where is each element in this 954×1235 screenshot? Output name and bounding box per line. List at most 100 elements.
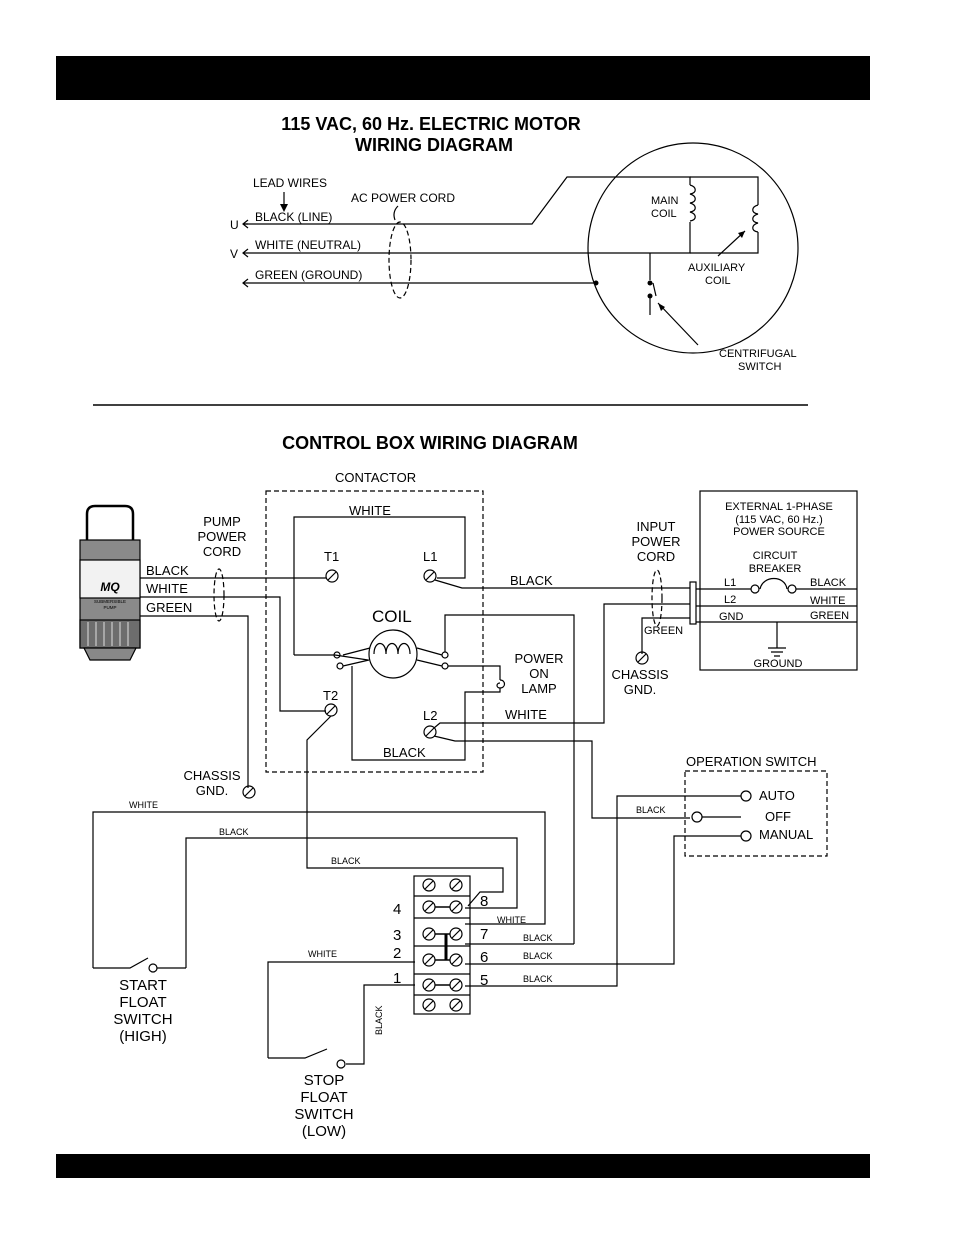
aux-coil-label-1: AUXILIARY (688, 262, 746, 274)
lamp-bottom-wire (464, 688, 501, 738)
pump-green-wire (140, 615, 249, 788)
input-cord-plug (689, 581, 697, 625)
lead-wires-arrowhead (280, 204, 288, 212)
coil-left-wire-top (294, 654, 369, 661)
main-coil-symbol (689, 184, 696, 222)
operation-switch-label: OPERATION SWITCH (686, 754, 816, 769)
centrifugal-arrowhead (658, 303, 665, 311)
aux-coil-arrowhead (738, 231, 745, 238)
coil-left-node-2 (336, 662, 344, 670)
contactor-white-internal (293, 516, 466, 655)
stop-float-black-wire (346, 984, 415, 1065)
manual-contact (740, 830, 752, 842)
power-on-lamp-line-2: ON (529, 666, 549, 681)
t2-label: T2 (323, 688, 338, 703)
stop-float-line-4: (LOW) (302, 1123, 346, 1140)
external-line-2: (115 VAC, 60 Hz.) (735, 514, 823, 526)
coil-symbol (373, 642, 411, 655)
main-coil-label-1: MAIN (651, 195, 679, 207)
wire-white-2-label: WHITE (497, 915, 526, 925)
start-float-line-3: SWITCH (113, 1011, 172, 1028)
l2-label: L2 (423, 708, 437, 723)
start-float-line-2: FLOAT (119, 994, 166, 1011)
circuit-breaker-line-2: BREAKER (749, 563, 802, 575)
start-float-contact (148, 963, 158, 973)
pump-green-label: GREEN (146, 600, 192, 615)
wire-black-6-label: BLACK (523, 951, 553, 961)
centrifugal-label-1: CENTRIFUGAL (719, 348, 797, 360)
coil-circle (368, 629, 418, 679)
motor-title-line-1: 115 VAC, 60 Hz. ELECTRIC MOTOR (281, 114, 580, 134)
t2-black-wire (306, 715, 504, 907)
terminal-5-label: 5 (480, 972, 488, 989)
start-float-line-4: (HIGH) (119, 1028, 167, 1045)
coil-right-leads (416, 647, 443, 667)
coil-right-node-2 (441, 662, 449, 670)
terminal-1-label: 1 (393, 970, 401, 987)
ground-symbol (768, 622, 786, 657)
wire-black-vertical-label: BLACK (374, 1005, 384, 1035)
l2-terminal (423, 725, 437, 739)
pump-power-cord-line-2: POWER (197, 529, 246, 544)
stop-float-line-2: FLOAT (300, 1089, 347, 1106)
input-green-wire (641, 617, 690, 654)
ext-black-label: BLACK (810, 577, 847, 589)
terminal-5-auto-wire (465, 795, 741, 987)
stop-float-line-1: STOP (304, 1072, 345, 1089)
ac-power-cord-label: AC POWER CORD (351, 191, 455, 205)
black-bottom-label: BLACK (383, 745, 426, 760)
manual-label: MANUAL (759, 827, 813, 842)
pump-white-label: WHITE (146, 581, 188, 596)
l1-terminal (423, 569, 437, 583)
white-neutral-label: WHITE (NEUTRAL) (255, 238, 361, 252)
ground-label: GROUND (754, 658, 803, 670)
wire-white-1-label: WHITE (129, 800, 158, 810)
auto-contact (740, 790, 752, 802)
input-power-cord-line-3: CORD (637, 549, 675, 564)
op-switch-common (691, 811, 703, 823)
motor-title-line-2: WIRING DIAGRAM (355, 135, 513, 155)
submersible-pump-image: MQ (79, 504, 141, 661)
pump-logo: MQ (100, 580, 120, 594)
contactor-label: CONTACTOR (335, 470, 416, 485)
l2-white-wire (433, 603, 690, 729)
chassis-gnd-left-line-2: GND. (196, 783, 229, 798)
auto-label: AUTO (759, 788, 795, 803)
external-power-source-box (699, 490, 858, 671)
power-on-lamp-line-1: POWER (514, 651, 563, 666)
wire-white-start-label: WHITE (308, 949, 337, 959)
stop-float-line-3: SWITCH (294, 1106, 353, 1123)
pump-label-1: SUBMERSIBLE (94, 599, 126, 604)
white-top-label: WHITE (349, 503, 391, 518)
terminal-block (413, 875, 471, 1015)
coil-left-leads (342, 647, 371, 667)
black-line-label: BLACK (LINE) (255, 210, 332, 224)
pump-power-cord-line-1: PUMP (203, 514, 241, 529)
control-box-wiring-diagram: CONTROL BOX WIRING DIAGRAM CONTACTOR WHI… (79, 433, 858, 1140)
ext-l2-label: L2 (724, 594, 736, 606)
motor-wiring-diagram: 115 VAC, 60 Hz. ELECTRIC MOTOR WIRING DI… (230, 114, 799, 373)
l1-black-wire (434, 579, 690, 589)
ac-power-cord-pointer (393, 205, 399, 221)
power-on-lamp-symbol (496, 679, 506, 689)
contactor-box (265, 490, 484, 773)
coil-left-node-1 (333, 651, 341, 659)
pump-label-2: PUMP (103, 605, 116, 610)
terminal-6-label: 6 (480, 949, 488, 966)
lead-wires-label: LEAD WIRES (253, 176, 327, 190)
coil-to-terminal-7-wire (444, 614, 575, 944)
l1-black-label: BLACK (510, 573, 553, 588)
ac-power-cord-ellipse (388, 221, 412, 299)
wire-black-5-label: BLACK (523, 974, 553, 984)
aux-coil-label-2: COIL (705, 275, 731, 287)
aux-coil-top-wire (690, 176, 759, 205)
terminal-6-manual-wire (465, 835, 741, 965)
lamp-top-wire (448, 665, 501, 680)
ext-l1-line (696, 577, 857, 590)
l2-white-label: WHITE (505, 707, 547, 722)
chassis-gnd-left-terminal (242, 785, 256, 799)
pump-black-label: BLACK (146, 563, 189, 578)
auxiliary-coil-symbol (752, 204, 759, 233)
breaker-contact-1 (750, 584, 760, 594)
